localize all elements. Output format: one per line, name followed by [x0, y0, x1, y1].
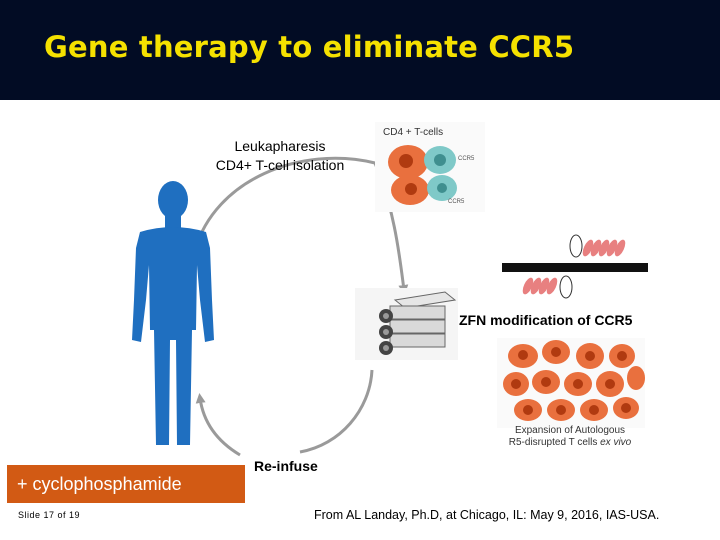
step-leukapheresis-line1: Leukapharesis	[180, 137, 380, 156]
cyclophosphamide-label: + cyclophosphamide	[17, 474, 182, 495]
step-leukapheresis: Leukapharesis CD4+ T-cell isolation	[180, 137, 380, 175]
cycle-arrow-zfn-to-reinfuse	[300, 370, 372, 452]
cyclophosphamide-box: + cyclophosphamide	[7, 465, 245, 503]
expansion-caption-line1: Expansion of Autologous	[500, 425, 640, 437]
slide-number: Slide 17 of 19	[18, 510, 80, 520]
expanded-tcells-image	[497, 338, 645, 428]
ccr5-small-label-1: CCR5	[458, 156, 475, 162]
ccr5-small-label-2: CCR5	[448, 199, 465, 205]
step-leukapheresis-line2: CD4+ T-cell isolation	[180, 156, 380, 175]
expansion-caption-line2: R5-disrupted T cells ex vivo	[500, 437, 640, 449]
step-zfn-modification: ZFN modification of CCR5	[459, 312, 632, 328]
expansion-caption-line2-a: R5-disrupted T cells	[509, 437, 600, 448]
expansion-caption: Expansion of Autologous R5-disrupted T c…	[500, 425, 640, 449]
expansion-caption-ex-vivo: ex vivo	[600, 437, 631, 448]
cycle-arrow-to-leukapheresis	[195, 158, 404, 290]
zfn-dna-diagram	[502, 235, 648, 298]
step-reinfuse: Re-infuse	[254, 458, 318, 474]
cell-culture-device	[355, 288, 458, 360]
cd4-tcells-label: CD4 + T-cells	[383, 127, 443, 138]
cycle-arrow-to-patient	[200, 398, 240, 455]
source-citation: From AL Landay, Ph.D, at Chicago, IL: Ma…	[314, 508, 659, 522]
